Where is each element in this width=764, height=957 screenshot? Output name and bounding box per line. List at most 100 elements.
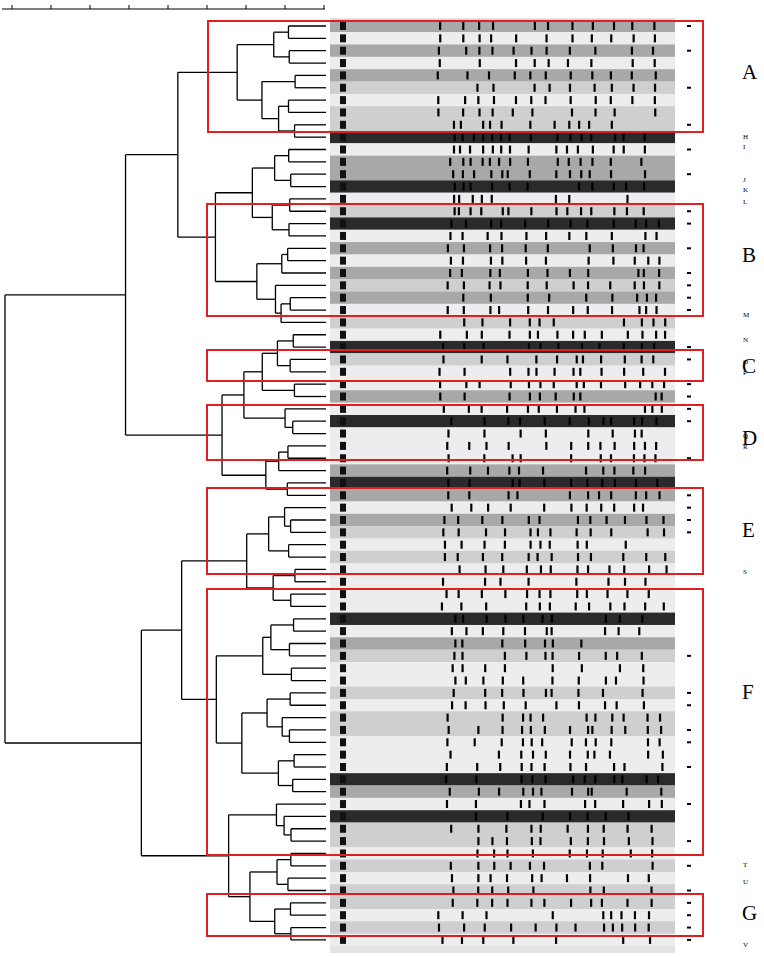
gel-band (445, 775, 447, 783)
gel-lane (330, 736, 675, 748)
gel-band (611, 726, 613, 734)
gel-band (512, 47, 514, 55)
gel-band (587, 812, 589, 820)
gel-band (613, 22, 615, 30)
lane-mark (687, 605, 691, 607)
tree-branch (244, 417, 285, 418)
gel-band (484, 689, 486, 697)
gel-band (444, 553, 446, 561)
gel-band (578, 677, 580, 685)
gel-band (626, 590, 628, 598)
tree-branch (291, 532, 326, 533)
gel-band (499, 578, 501, 586)
gel-band (489, 158, 491, 166)
gel-band (585, 763, 587, 771)
gel-band (510, 862, 512, 870)
gel-band (340, 788, 346, 796)
gel-band (590, 133, 592, 141)
gel-band (531, 874, 533, 882)
gel-band (624, 355, 626, 363)
gel-band (529, 71, 531, 79)
lane-mark (687, 482, 691, 484)
gel-band (530, 96, 532, 104)
gel-band (340, 96, 346, 104)
gel-band (539, 541, 541, 549)
cluster-box: C (206, 349, 704, 382)
gel-band (631, 71, 633, 79)
tree-branch (289, 655, 326, 656)
gel-band (644, 467, 646, 475)
gel-band (501, 726, 503, 734)
gel-band (501, 738, 503, 746)
gel-band (664, 368, 666, 376)
lane-mark (687, 680, 691, 682)
gel-band (464, 96, 466, 104)
gel-band (482, 553, 484, 561)
gel-band (508, 393, 510, 401)
gel-lane (330, 329, 675, 341)
gel-band (443, 516, 445, 524)
gel-band (473, 133, 475, 141)
gel-band (550, 689, 552, 697)
gel-band (482, 146, 484, 154)
tree-branch (289, 149, 326, 150)
gel-band (570, 454, 572, 462)
gel-band (508, 442, 510, 450)
gel-band (508, 467, 510, 475)
gel-band (504, 615, 506, 623)
gel-band (465, 220, 467, 228)
gel-band (652, 318, 654, 326)
gel-band (656, 479, 658, 487)
scale-tick (285, 5, 286, 9)
gel-lane (330, 316, 675, 328)
cluster-box: E (206, 487, 704, 575)
tree-branch (290, 297, 326, 298)
gel-band (555, 170, 557, 178)
gel-band (627, 812, 629, 820)
gel-lane (330, 786, 675, 798)
gel-band (340, 306, 346, 314)
gel-lane (330, 180, 675, 192)
tree-branch (290, 359, 326, 360)
gel-band (640, 158, 642, 166)
gel-band (340, 71, 346, 79)
gel-band (655, 71, 657, 79)
gel-band (498, 751, 500, 759)
gel-band (569, 491, 571, 499)
gel-band (522, 677, 524, 685)
gel-band (529, 862, 531, 870)
gel-band (530, 726, 532, 734)
gel-band (482, 133, 484, 141)
gel-band (642, 368, 644, 376)
gel-band (507, 417, 509, 425)
scale-tick (129, 5, 130, 9)
gel-band (632, 467, 634, 475)
tree-branch (272, 229, 289, 230)
gel-band (587, 442, 589, 450)
gel-band (340, 158, 346, 166)
gel-band (601, 331, 603, 339)
gel-band (661, 393, 663, 401)
gel-band (340, 430, 346, 438)
gel-band (462, 133, 464, 141)
gel-band (645, 775, 647, 783)
lane-mark (687, 618, 691, 620)
gel-band (460, 602, 462, 610)
gel-band (591, 34, 593, 42)
gel-band (463, 318, 465, 326)
gel-band (645, 516, 647, 524)
gel-band (447, 430, 449, 438)
gel-band (522, 788, 524, 796)
gel-lane (330, 464, 675, 476)
gel-band (340, 467, 346, 475)
gel-band (644, 170, 646, 178)
gel-band (474, 738, 476, 746)
lane-mark (687, 198, 691, 200)
gel-band (642, 677, 644, 685)
gel-band (525, 232, 527, 240)
gel-band (449, 788, 451, 796)
gel-band (439, 393, 441, 401)
gel-band (653, 22, 655, 30)
gel-band (485, 911, 487, 919)
gel-band (542, 467, 544, 475)
